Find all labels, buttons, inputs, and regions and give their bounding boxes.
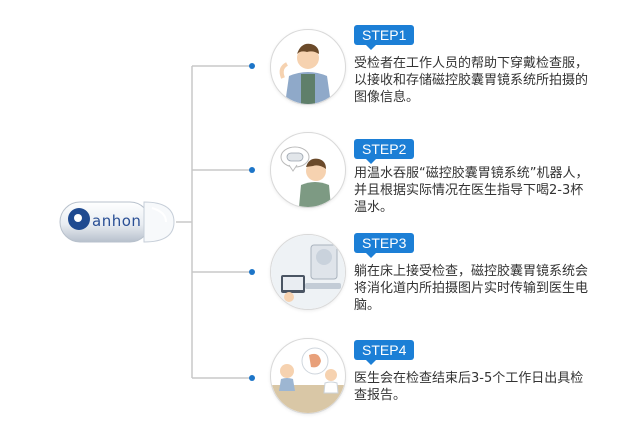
step1-badge: STEP1: [354, 25, 415, 50]
anhon-logo-icon: [68, 208, 90, 230]
step2-description: 用温水吞服“磁控胶囊胃镜系统”机器人，并且根据实际情况在医生指导下喝2-3杯温水…: [354, 166, 589, 215]
step3-badge: STEP3: [354, 233, 415, 258]
step4-dot: [249, 375, 255, 381]
step4-description: 医生会在检查结束后3-5个工作日出具检查报告。: [354, 371, 584, 403]
step4-badge: STEP4: [354, 340, 415, 365]
person-swallowing-icon: [280, 146, 331, 207]
step2-dot: [249, 167, 255, 173]
step1-dot: [249, 63, 255, 69]
doctor-consultation-icon: [271, 347, 345, 413]
step4-illustration: [270, 338, 346, 414]
person-dressing-icon: [279, 43, 331, 104]
step3-illustration: [270, 234, 346, 310]
step1-illustration: [270, 29, 346, 105]
brand-logo-text: anhon: [92, 212, 142, 230]
step2-badge: STEP2: [354, 139, 415, 164]
examination-scene-icon: [271, 235, 345, 309]
step2-illustration: [270, 132, 346, 208]
step3-description: 躺在床上接受检查，磁控胶囊胃镜系统会将消化道内所拍摄图片实时传输到医生电脑。: [354, 264, 589, 313]
step1-description: 受检者在工作人员的帮助下穿戴检查服，以接收和存储磁控胶囊胃镜系统所拍摄的图像信息…: [354, 56, 589, 105]
step3-dot: [249, 269, 255, 275]
